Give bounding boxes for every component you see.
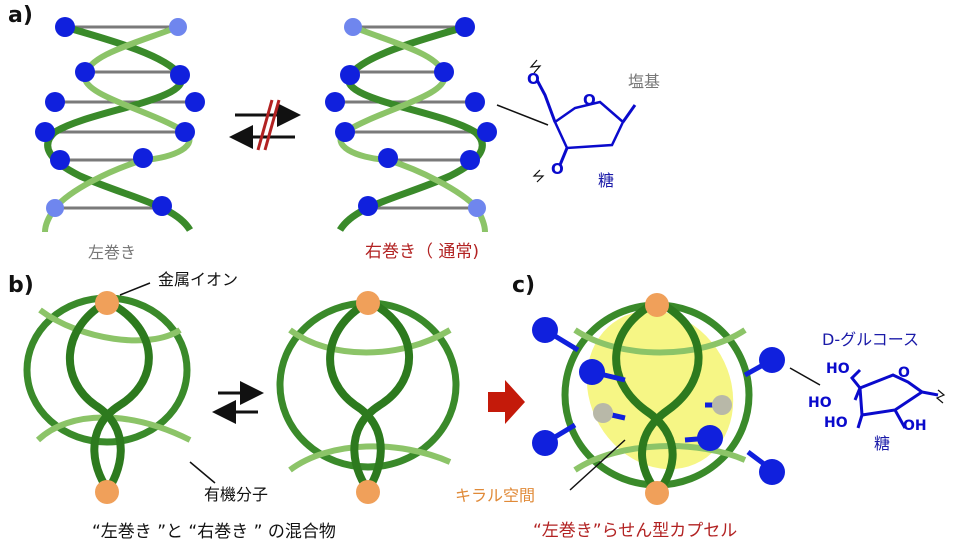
base-label: 塩基 [628,72,661,91]
chiral-space-label: キラル空間 [455,486,536,505]
left-handed-helix [35,17,205,233]
panel-label-b: b) [8,273,34,298]
pendant-nodes [532,317,785,485]
equilibrium-arrows [212,381,264,424]
glucose-pointer [789,367,821,386]
ho-group-2: HO [808,395,832,411]
ho-group-1: HO [826,361,850,377]
sugar-label-c: 糖 [874,434,891,453]
helix-rungs-right [335,25,487,210]
sugar-label-a: 糖 [598,171,615,190]
helix-strand-dark [44,23,193,233]
deoxyribose-structure [529,59,637,183]
metal-ion-pointer [119,282,151,296]
mixture-label: “左巻き ”と “右巻き ” の混合物 [92,522,336,542]
chiral-space-pointer [569,439,626,491]
blocked-equilibrium-arrows [229,99,301,151]
oh-group: OH [903,418,927,434]
helix-rungs [45,25,195,210]
right-handed-helix [325,17,497,233]
helix-nodes [35,17,205,217]
capsule-left [23,291,192,504]
transformation-arrow [488,380,525,424]
metal-ion-label: 金属イオン [158,270,239,289]
sugar-pointer-line [496,104,549,126]
glucose-label: D-グルコース [822,330,919,349]
glucose-structure [849,368,946,429]
organic-molecule-label: 有機分子 [204,485,269,504]
chiral-capsule [532,293,785,505]
ring-oxygen-glucose: O [898,365,910,381]
capsule-right [276,291,460,504]
left-handed-label: 左巻き [88,243,137,262]
organic-molecule-pointer [189,461,216,484]
oxygen-top: O [527,70,540,88]
oxygen-ring: O [583,91,596,109]
ho-group-3: HO [824,415,848,431]
right-handed-label: 右巻き（ 通常) [365,242,480,262]
oxygen-bottom: O [551,160,564,178]
helix-nodes-right [325,17,497,217]
capsule-label: “左巻き”らせん型カプセル [533,521,738,541]
panel-label-a: a) [8,3,33,28]
panel-label-c: c) [512,273,536,298]
helix-strand-dark-right [337,23,486,233]
